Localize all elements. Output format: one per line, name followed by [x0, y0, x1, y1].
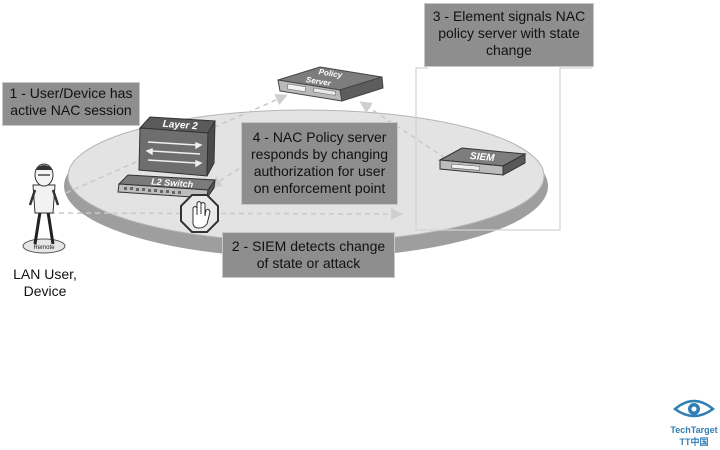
logo-sub: TT中国: [679, 437, 709, 447]
user-caption-line1: LAN User,: [13, 266, 77, 282]
siem-device: SIEM: [438, 147, 527, 176]
user-caption: LAN User, Device: [6, 266, 84, 300]
layer2-device: Layer 2: [138, 116, 216, 177]
policy-server-label: Policy: [318, 67, 343, 80]
callout-step3-line1: 3 - Element signals NAC: [432, 8, 586, 24]
callout-step3-line2: policy server with state: [438, 25, 580, 41]
callout-step1-line2: active NAC session: [10, 102, 132, 118]
techtarget-logo: TechTarget TT中国: [668, 396, 720, 450]
callout-step4-line2: responds by changing: [251, 146, 388, 162]
user-figure: Remote: [22, 163, 66, 254]
callout-step2-line1: 2 - SIEM detects change: [231, 238, 386, 254]
callout-step4-line3: authorization for user: [253, 163, 386, 179]
callout-step4: 4 - NAC Policy server responds by changi…: [241, 122, 398, 205]
callout-step2: 2 - SIEM detects change of state or atta…: [222, 232, 395, 278]
callout-step3-line3: change: [486, 42, 532, 58]
logo-brand: TechTarget: [670, 425, 718, 435]
siem-label: SIEM: [470, 151, 496, 164]
switch-device: L2 Switch: [117, 174, 216, 199]
arrow-user-to-siem: [49, 207, 403, 220]
remote-badge: Remote: [33, 245, 55, 251]
leader-step3: [415, 67, 592, 231]
user-caption-line2: Device: [23, 283, 67, 299]
arrow-siem-to-policy: [359, 101, 446, 159]
stop-hand-icon: [180, 194, 219, 233]
eye-logo-icon: [672, 399, 716, 418]
callout-step4-line4: on enforcement point: [253, 180, 386, 196]
callout-step4-line1: 4 - NAC Policy server: [252, 129, 387, 145]
callout-step2-line2: of state or attack: [256, 255, 361, 271]
callout-step1: 1 - User/Device has active NAC session: [2, 82, 140, 126]
policy-server-device: Policy Server: [277, 66, 384, 102]
callout-step1-line1: 1 - User/Device has: [9, 85, 133, 101]
switch-label: L2 Switch: [151, 177, 194, 190]
policy-server-label-2: Server: [305, 75, 332, 88]
callout-leaders: [415, 67, 592, 231]
callout-step3: 3 - Element signals NAC policy server wi…: [424, 3, 594, 67]
layer2-label: Layer 2: [162, 119, 198, 132]
